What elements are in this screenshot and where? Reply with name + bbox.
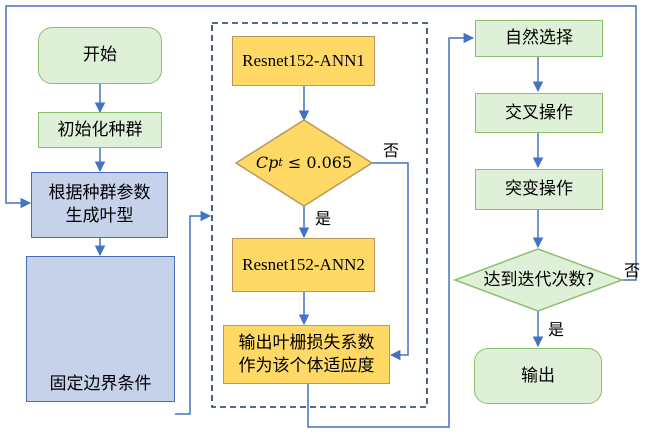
arrow-condition-no-to-output-loss <box>372 162 409 361</box>
condition-yes-label: 是 <box>315 209 332 228</box>
iteration-yes-label: 是 <box>548 320 565 339</box>
iteration-check-diamond <box>452 248 625 312</box>
mutation-label: 突变操作 <box>505 179 573 200</box>
condition-subscript: t <box>278 155 283 169</box>
resnet-ann1-label: Resnet152-ANN1 <box>242 50 365 70</box>
natural-selection-node: 自然选择 <box>475 20 603 57</box>
init-population-node: 初始化种群 <box>38 112 162 148</box>
resnet-ann2-label: Resnet152-ANN2 <box>242 254 365 274</box>
fixed-boundary-node <box>26 256 175 402</box>
generate-blade-line1: 根据种群参数 <box>48 183 151 204</box>
iteration-check-label: 达到迭代次数? <box>483 269 595 290</box>
condition-diamond <box>234 119 374 207</box>
generate-blade-node: 根据种群参数 生成叶型 <box>31 172 168 238</box>
fixed-boundary-label-wrap: 固定边界条件 <box>26 366 175 402</box>
fixed-boundary-label: 固定边界条件 <box>49 373 152 394</box>
condition-symbol: Cp <box>255 153 279 173</box>
arrow-iteration-no-loop <box>5 5 637 281</box>
output-node: 输出 <box>474 348 602 404</box>
iteration-no-label: 否 <box>624 261 641 280</box>
evaluation-region-dashed-box <box>211 22 428 408</box>
arrow-fixed-to-evaluation <box>175 210 212 415</box>
output-loss-line2: 作为该个体适应度 <box>238 355 375 376</box>
output-loss-line1: 输出叶栅损失系数 <box>238 332 375 353</box>
start-node: 开始 <box>38 27 162 84</box>
start-label: 开始 <box>83 45 117 66</box>
mutation-node: 突变操作 <box>475 169 603 210</box>
natural-selection-label: 自然选择 <box>505 28 573 49</box>
condition-no-label: 否 <box>383 141 400 160</box>
resnet-ann2-node: Resnet152-ANN2 <box>232 238 375 292</box>
crossover-node: 交叉操作 <box>475 93 603 133</box>
output-label: 输出 <box>521 365 555 386</box>
init-population-label: 初始化种群 <box>57 119 143 140</box>
output-loss-node: 输出叶栅损失系数 作为该个体适应度 <box>223 325 390 384</box>
generate-blade-line2: 生成叶型 <box>65 206 134 226</box>
condition-threshold: ≤ 0.065 <box>282 153 353 173</box>
arrow-output-loss-to-selection <box>307 32 475 428</box>
crossover-label: 交叉操作 <box>505 102 573 123</box>
iteration-check-text: 达到迭代次数? <box>468 268 610 292</box>
resnet-ann1-node: Resnet152-ANN1 <box>232 36 375 86</box>
